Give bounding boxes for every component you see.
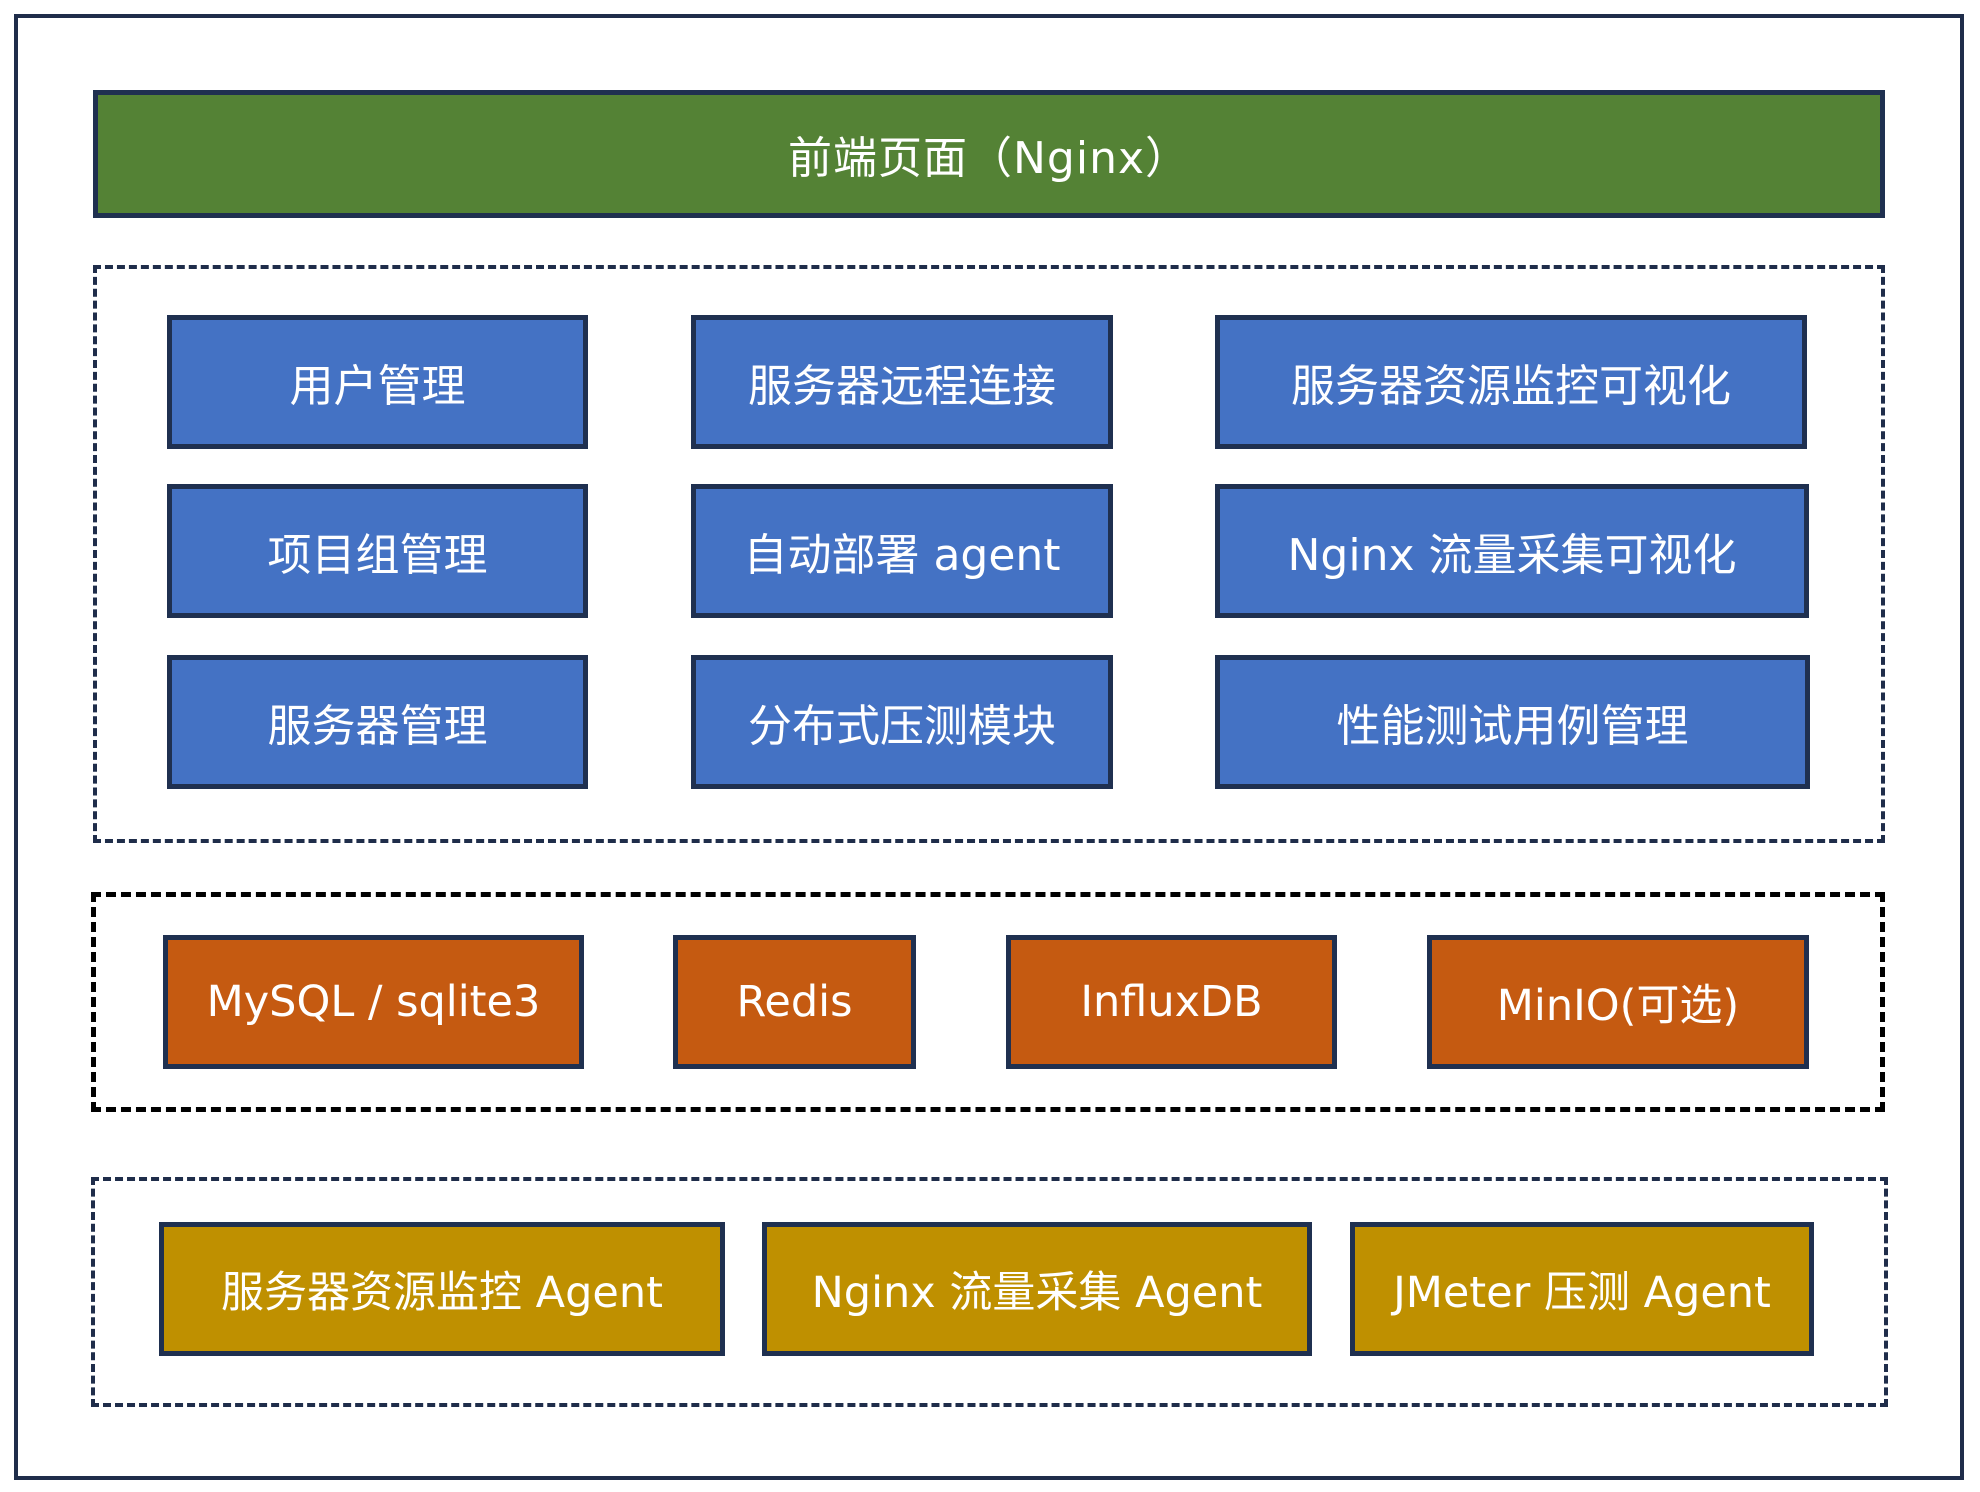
frontend-nginx-box: 前端页面（Nginx） xyxy=(93,90,1885,218)
agent-label: JMeter 压测 Agent xyxy=(1393,1268,1771,1318)
storage-label: Redis xyxy=(736,977,853,1027)
storage-minio: MinIO(可选) xyxy=(1427,935,1809,1069)
service-label: 分布式压测模块 xyxy=(748,701,1056,752)
service-label: 服务器管理 xyxy=(267,701,488,752)
service-label: Nginx 流量采集可视化 xyxy=(1287,530,1737,581)
service-remote-connection: 服务器远程连接 xyxy=(691,315,1113,449)
agents-group xyxy=(91,1177,1888,1407)
service-label: 用户管理 xyxy=(289,361,466,412)
storage-label: InfluxDB xyxy=(1080,977,1263,1027)
storage-redis: Redis xyxy=(673,935,916,1069)
service-label: 项目组管理 xyxy=(267,530,488,581)
service-user-management: 用户管理 xyxy=(167,315,588,449)
service-project-group-management: 项目组管理 xyxy=(167,484,588,618)
storage-label: MySQL / sqlite3 xyxy=(206,977,541,1027)
service-label: 服务器资源监控可视化 xyxy=(1291,361,1731,412)
service-distributed-load-test: 分布式压测模块 xyxy=(691,655,1113,789)
storage-mysql-sqlite: MySQL / sqlite3 xyxy=(163,935,584,1069)
agent-label: Nginx 流量采集 Agent xyxy=(811,1268,1263,1318)
agent-jmeter-load-test: JMeter 压测 Agent xyxy=(1350,1222,1814,1356)
outer-frame xyxy=(14,14,1964,1480)
services-group xyxy=(93,265,1885,843)
storage-group xyxy=(91,892,1885,1112)
service-auto-deploy-agent: 自动部署 agent xyxy=(691,484,1113,618)
service-performance-test-cases: 性能测试用例管理 xyxy=(1215,655,1810,789)
service-label: 自动部署 agent xyxy=(743,530,1061,581)
storage-influxdb: InfluxDB xyxy=(1006,935,1337,1069)
service-resource-monitoring-visualization: 服务器资源监控可视化 xyxy=(1215,315,1807,449)
service-nginx-traffic-visualization: Nginx 流量采集可视化 xyxy=(1215,484,1809,618)
frontend-label: 前端页面（Nginx） xyxy=(788,133,1190,184)
service-server-management: 服务器管理 xyxy=(167,655,588,789)
agent-nginx-traffic: Nginx 流量采集 Agent xyxy=(762,1222,1312,1356)
service-label: 性能测试用例管理 xyxy=(1336,701,1689,752)
agent-label: 服务器资源监控 Agent xyxy=(221,1268,663,1318)
storage-label: MinIO(可选) xyxy=(1496,981,1740,1031)
service-label: 服务器远程连接 xyxy=(748,361,1056,412)
agent-resource-monitoring: 服务器资源监控 Agent xyxy=(159,1222,725,1356)
